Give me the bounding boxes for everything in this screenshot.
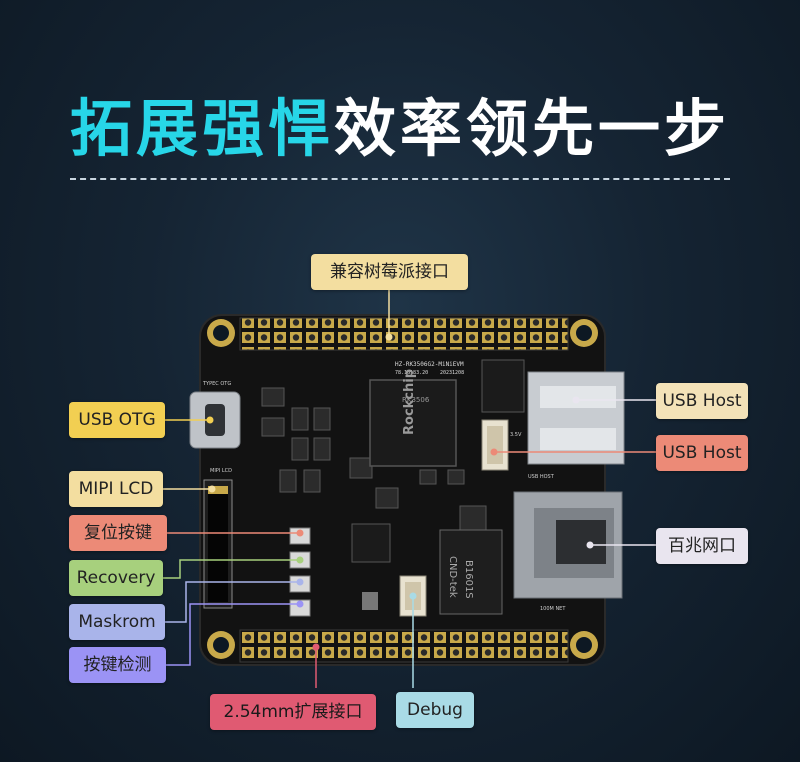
svg-text:USB HOST: USB HOST [528, 474, 555, 480]
silk-version: 78.1G183.20 [395, 370, 428, 376]
bottom-pin-header [239, 629, 569, 663]
soc-brand: Rockchip [402, 369, 417, 435]
line-maskrom [165, 581, 300, 623]
page-title: 拓展强悍效率领先一步 [0, 78, 800, 168]
callout-usb-host-2: USB Host [656, 435, 748, 471]
silk-date: 20231208 [440, 370, 464, 376]
title-divider [70, 178, 730, 180]
mounting-holes [207, 319, 598, 659]
silk-model: HZ-RK3506G2-MiNiEVM [395, 361, 464, 368]
callout-maskrom: Maskrom [69, 604, 165, 640]
callout-reset-key: 复位按键 [69, 515, 167, 551]
svg-text:3.5V: 3.5V [510, 432, 522, 438]
svg-text:100M NET: 100M NET [540, 606, 566, 612]
title-rest: 效率领先一步 [334, 92, 731, 165]
svg-text:MIPI LCD: MIPI LCD [210, 468, 232, 474]
soc-chip [369, 379, 457, 467]
callout-mipi-lcd: MIPI LCD [69, 471, 163, 507]
line-recovery [163, 559, 300, 579]
callout-rpi-header: 兼容树莓派接口 [311, 254, 468, 290]
callout-ethernet: 百兆网口 [656, 528, 748, 564]
callout-usb-otg: USB OTG [69, 402, 165, 438]
callout-key-detect: 按键检测 [69, 647, 166, 683]
top-pin-header [239, 317, 569, 351]
callout-recovery: Recovery [69, 560, 163, 596]
soc-model: RK3506 [402, 396, 430, 404]
svg-text:B1601S: B1601S [463, 560, 474, 599]
svg-text:TYPEC OTG: TYPEC OTG [202, 381, 231, 387]
callout-usb-host-1: USB Host [656, 383, 748, 419]
line-key-detect [166, 603, 300, 666]
svg-text:CND-tek: CND-tek [447, 556, 458, 598]
callout-gpio-header: 2.54mm扩展接口 [210, 694, 376, 730]
ethernet-transformer [439, 529, 503, 615]
title-highlight: 拓展强悍 [69, 92, 334, 165]
callout-debug: Debug [396, 692, 474, 728]
